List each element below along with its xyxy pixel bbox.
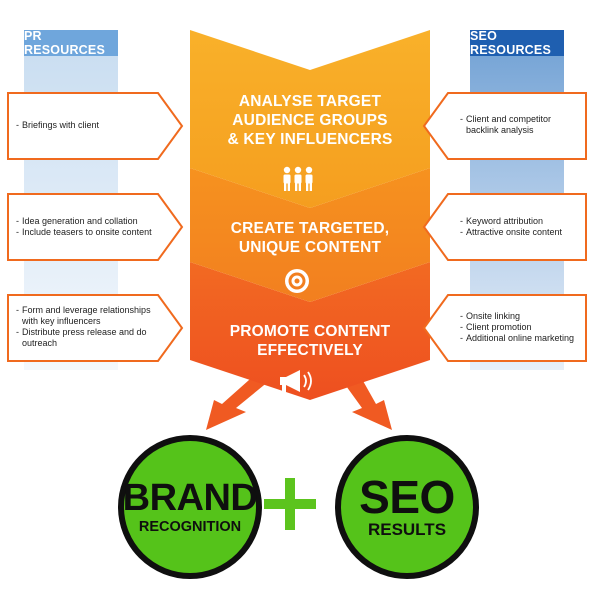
step2-chevron — [190, 168, 430, 302]
list-item: Attractive onsite content — [460, 227, 580, 238]
seo-box-1-text: Client and competitor backlink analysis — [460, 114, 580, 136]
list-item: Distribute press release and do outreach — [16, 327, 156, 349]
pr-resources-header: PR RESOURCES — [24, 29, 118, 57]
brand-title: BRAND — [122, 477, 258, 519]
step3-line1: PROMOTE CONTENT — [229, 323, 391, 340]
step1-line2: AUDIENCE GROUPS — [232, 112, 388, 129]
step1-title: ANALYSE TARGET AUDIENCE GROUPS & KEY INF… — [190, 92, 430, 149]
step2-line2: UNIQUE CONTENT — [238, 239, 382, 256]
step3-line2: EFFECTIVELY — [257, 342, 363, 359]
plus-sign — [264, 478, 316, 530]
brand-subtitle: RECOGNITION — [138, 519, 242, 535]
list-item: Client and competitor backlink analysis — [460, 114, 580, 136]
seo-box-2-text: Keyword attribution Attractive onsite co… — [460, 216, 580, 238]
seo-title: SEO — [359, 471, 455, 523]
megaphone-icon — [280, 370, 312, 392]
list-item: Briefings with client — [16, 120, 156, 131]
list-item: Onsite linking — [460, 311, 580, 322]
seo-subtitle: RESULTS — [367, 520, 447, 539]
pr-box-1-text: Briefings with client — [16, 120, 156, 131]
list-item: Additional online marketing — [460, 333, 580, 344]
step1-line1: ANALYSE TARGET — [238, 93, 382, 110]
step2-title: CREATE TARGETED, UNIQUE CONTENT — [190, 219, 430, 257]
seo-results-circle: SEO RESULTS — [335, 435, 479, 579]
target-icon — [285, 269, 309, 293]
list-item: Idea generation and collation — [16, 216, 156, 227]
arrow-to-brand — [206, 372, 280, 430]
step1-line3: & KEY INFLUENCERS — [227, 131, 393, 148]
pr-box-3-text: Form and leverage relationships with key… — [16, 305, 156, 349]
brand-recognition-circle: BRAND RECOGNITION — [118, 435, 262, 579]
list-item: Include teasers to onsite content — [16, 227, 156, 238]
step2-line1: CREATE TARGETED, — [230, 220, 390, 237]
list-item: Form and leverage relationships with key… — [16, 305, 156, 327]
pr-box-2-text: Idea generation and collation Include te… — [16, 216, 156, 238]
step3-title: PROMOTE CONTENT EFFECTIVELY — [190, 322, 430, 360]
people-icon — [283, 166, 313, 191]
seo-resources-header: SEO RESOURCES — [470, 29, 564, 57]
list-item: Client promotion — [460, 322, 580, 333]
seo-box-3-text: Onsite linking Client promotion Addition… — [460, 311, 580, 344]
list-item: Keyword attribution — [460, 216, 580, 227]
step1-chevron — [190, 30, 430, 208]
step3-chevron — [190, 262, 430, 400]
